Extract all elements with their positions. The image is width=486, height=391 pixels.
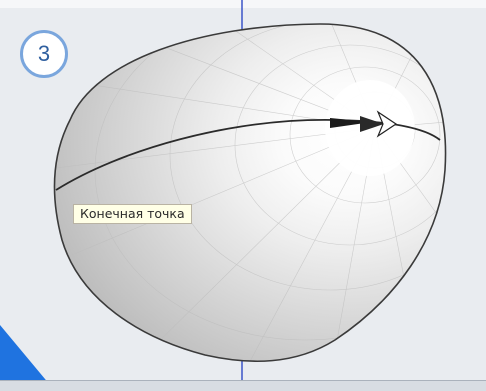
egg-outline <box>53 23 447 363</box>
accent-corner <box>0 325 55 391</box>
tooltip-text: Конечная точка <box>80 206 185 221</box>
surface-curve <box>55 119 441 191</box>
bottom-bar <box>0 380 486 391</box>
step-number: 3 <box>37 41 51 66</box>
step-number-badge: 3 <box>20 30 68 78</box>
endpoint-tooltip: Конечная точка <box>73 204 192 224</box>
endpoint-marker-icon <box>330 116 384 132</box>
cursor-arrow-icon <box>376 110 398 138</box>
